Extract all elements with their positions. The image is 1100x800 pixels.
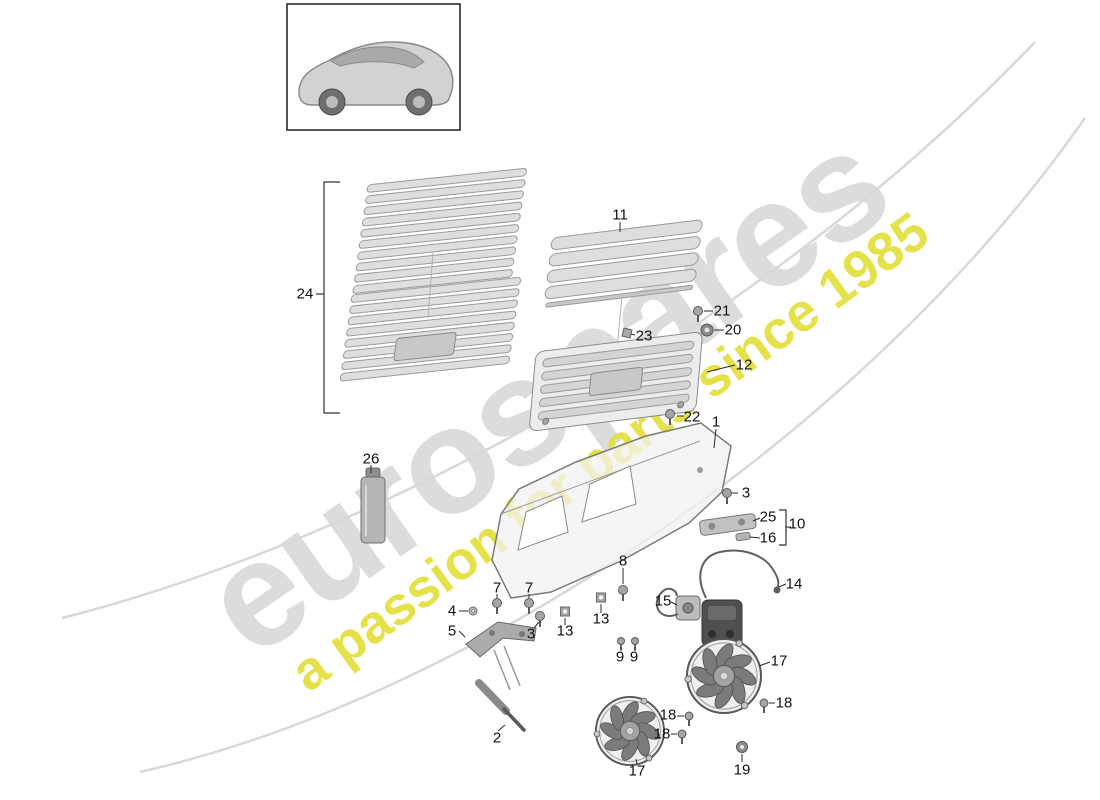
part-callout-17: 17: [628, 762, 646, 780]
screw-3b: [535, 611, 545, 627]
part-callout-3: 3: [741, 484, 751, 502]
screw-21: [693, 306, 703, 322]
part-callout-15: 15: [654, 592, 672, 610]
part-callout-22: 22: [683, 408, 701, 426]
bracket-10: [779, 509, 791, 546]
part-callout-18: 18: [659, 706, 677, 724]
part-callout-20: 20: [724, 321, 742, 339]
bracket-24: [316, 181, 340, 414]
grille-left-upper: [352, 167, 527, 294]
fasteners: [492, 306, 769, 753]
hinge-bracket: [465, 621, 537, 691]
cable-end-ball: [773, 586, 781, 594]
part-callout-7: 7: [524, 579, 534, 597]
part-callout-5: 5: [447, 622, 457, 640]
part-callout-10: 10: [788, 515, 806, 533]
screw-8: [618, 585, 628, 601]
part-callout-24: 24: [296, 285, 314, 303]
car-side-icon: [298, 41, 454, 116]
striker-bracket: [699, 513, 757, 536]
part-callout-9: 9: [615, 648, 625, 666]
grommet-19: [736, 741, 748, 753]
grille-frame: [529, 331, 703, 432]
part-callout-13: 13: [592, 610, 610, 628]
spray-can: [360, 467, 386, 544]
screw-22: [665, 409, 675, 425]
car-thumbnail: [286, 3, 461, 131]
screw-7a: [492, 598, 502, 614]
part-callout-4: 4: [447, 602, 457, 620]
part-callout-17: 17: [770, 652, 788, 670]
cooling-fan-right: [684, 638, 762, 714]
screw-18a: [684, 711, 694, 726]
part-callout-23: 23: [635, 327, 653, 345]
part-callout-2: 2: [492, 729, 502, 747]
gas-strut: [475, 679, 526, 732]
rear-lid-panel: [491, 422, 732, 599]
part-callout-7: 7: [492, 579, 502, 597]
cable-loop: [655, 587, 679, 617]
part-callout-18: 18: [775, 694, 793, 712]
screw-7b: [524, 598, 534, 614]
part-callout-21: 21: [713, 302, 731, 320]
part-callout-1: 1: [711, 413, 721, 431]
assembly-lines: [427, 251, 623, 351]
screw-18b: [759, 698, 769, 713]
part-callout-26: 26: [362, 450, 380, 468]
screw-3a: [722, 488, 732, 504]
clip-23: [621, 327, 633, 339]
cooling-fan-left: [593, 696, 665, 766]
shim-16: [735, 531, 751, 542]
part-callout-8: 8: [618, 552, 628, 570]
washer-4: [468, 606, 478, 616]
nut-13b: [596, 592, 606, 603]
part-callout-19: 19: [733, 761, 751, 779]
part-callout-11: 11: [612, 206, 628, 224]
part-callout-3: 3: [526, 625, 536, 643]
nut-13a: [560, 606, 570, 617]
part-callout-25: 25: [759, 508, 777, 526]
part-callout-12: 12: [735, 356, 753, 374]
part-callout-18: 18: [653, 725, 671, 743]
part-callout-16: 16: [759, 529, 777, 547]
lock-latch: [675, 595, 743, 647]
part-callout-9: 9: [629, 648, 639, 666]
leader-lines: [370, 222, 787, 765]
part-callout-13: 13: [556, 622, 574, 640]
grommet-20: [700, 323, 714, 337]
grille-left-lower: [339, 277, 522, 382]
release-cable: [699, 549, 780, 599]
grille-top: [544, 219, 703, 308]
screw-18c: [677, 729, 687, 744]
part-callout-14: 14: [785, 575, 803, 593]
